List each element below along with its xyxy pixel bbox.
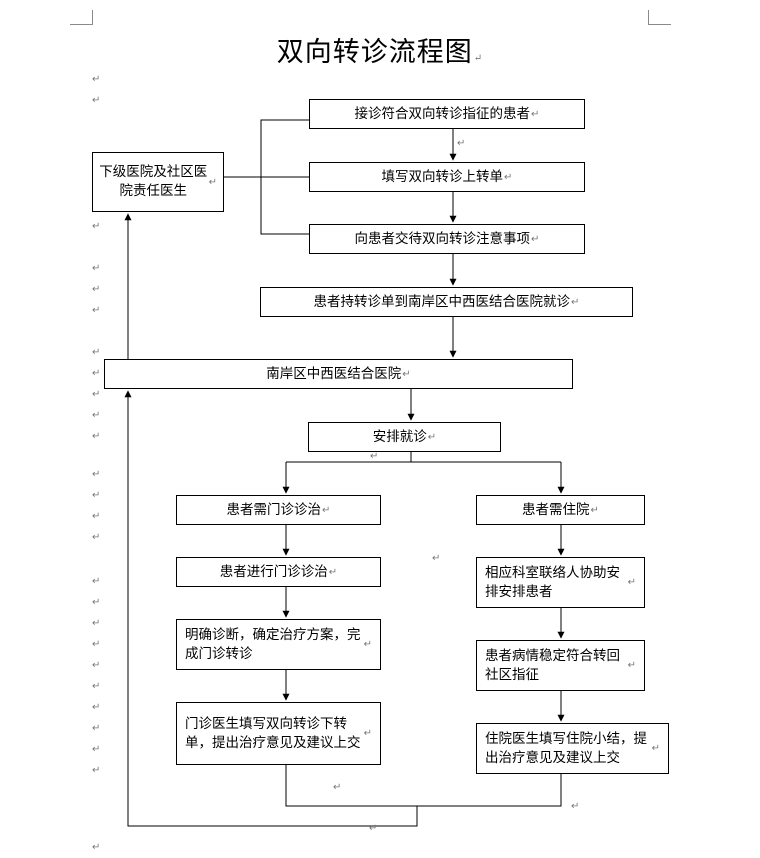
box-community-doctor: 下级医院及社区医院责任医生↵ bbox=[92, 152, 224, 212]
paragraph-mark: ↵ bbox=[427, 431, 437, 443]
box-patient-visit: 患者持转诊单到南岸区中西医结合医院就诊↵ bbox=[260, 287, 633, 317]
box-accept-patient: 接诊符合双向转诊指征的患者↵ bbox=[309, 99, 585, 129]
paragraph-mark: ↵ bbox=[590, 504, 599, 516]
box-outpatient-treatment: 患者进行门诊诊治↵ bbox=[176, 557, 381, 587]
box-arrange: 安排就诊↵ bbox=[308, 422, 501, 452]
paragraph-mark: ↵ bbox=[92, 511, 101, 522]
paragraph-mark: ↵ bbox=[531, 108, 540, 120]
box-explain-notes-label: 向患者交待双向转诊注意事项 bbox=[354, 230, 531, 247]
paragraph-mark: ↵ bbox=[369, 823, 378, 834]
paragraph-mark: ↵ bbox=[92, 284, 101, 295]
paragraph-mark: ↵ bbox=[627, 660, 636, 671]
box-need-outpatient-label: 患者需门诊诊治 bbox=[226, 501, 322, 518]
paragraph-mark: ↵ bbox=[504, 171, 513, 183]
page-corner-mark-left bbox=[70, 10, 93, 25]
merge-connector bbox=[285, 765, 562, 807]
paragraph-mark: ↵ bbox=[92, 368, 101, 379]
paragraph-mark: ↵ bbox=[92, 618, 101, 629]
paragraph-mark: ↵ bbox=[92, 723, 101, 734]
paragraph-mark: ↵ bbox=[370, 451, 379, 462]
paragraph-mark: ↵ bbox=[92, 639, 101, 650]
box-need-inpatient-label: 患者需住院 bbox=[522, 501, 590, 518]
box-fill-form: 填写双向转诊上转单↵ bbox=[309, 162, 585, 192]
paragraph-mark: ↵ bbox=[92, 842, 101, 853]
paragraph-mark: ↵ bbox=[92, 681, 101, 692]
paragraph-mark: ↵ bbox=[92, 431, 101, 442]
paragraph-mark: ↵ bbox=[402, 368, 411, 380]
paragraph-mark: ↵ bbox=[92, 765, 101, 776]
paragraph-mark: ↵ bbox=[92, 490, 101, 501]
paragraph-mark: ↵ bbox=[363, 639, 372, 650]
paragraph-mark: ↵ bbox=[651, 743, 660, 754]
box-arrange-label: 安排就诊 bbox=[372, 428, 427, 445]
paragraph-mark: ↵ bbox=[208, 176, 217, 188]
box-liaison-assist-label: 相应科室联络人协助安排安排患者 bbox=[485, 564, 620, 600]
paragraph-mark: ↵ bbox=[571, 801, 580, 812]
box-patient-visit-label: 患者持转诊单到南岸区中西医结合医院就诊 bbox=[313, 293, 571, 310]
paragraph-mark: ↵ bbox=[92, 532, 101, 543]
paragraph-mark: ↵ bbox=[92, 305, 101, 316]
paragraph-mark: ↵ bbox=[92, 469, 101, 480]
paragraph-mark: ↵ bbox=[627, 577, 636, 588]
paragraph-mark: ↵ bbox=[333, 782, 342, 793]
box-accept-patient-label: 接诊符合双向转诊指征的患者 bbox=[354, 105, 531, 122]
paragraph-mark: ↵ bbox=[92, 576, 101, 587]
box-outpatient-treatment-label: 患者进行门诊诊治 bbox=[219, 563, 328, 580]
paragraph-mark: ↵ bbox=[92, 744, 101, 755]
box-inpatient-summary-label: 住院医生填写住院小结，提出治疗意见及建议上交 bbox=[485, 730, 647, 766]
page-title: 双向转诊流程图↵ bbox=[0, 30, 760, 69]
box-need-inpatient: 患者需住院↵ bbox=[476, 495, 645, 525]
box-diagnosis-done-label: 明确诊断，确定治疗方案，完成门诊转诊 bbox=[185, 626, 361, 662]
box-outpatient-down-form-label: 门诊医生填写双向转诊下转单，提出治疗意见及建议上交 bbox=[185, 715, 361, 751]
box-stable-condition-label: 患者病情稳定符合转回社区指征 bbox=[485, 647, 620, 683]
paragraph-mark: ↵ bbox=[92, 702, 101, 713]
paragraph-mark: ↵ bbox=[432, 553, 441, 564]
paragraph-mark: ↵ bbox=[322, 504, 331, 516]
paragraph-mark: ↵ bbox=[92, 221, 101, 232]
paragraph-mark: ↵ bbox=[92, 410, 101, 421]
box-diagnosis-done: 明确诊断，确定治疗方案，完成门诊转诊↵ bbox=[176, 619, 381, 670]
box-community-doctor-label: 下级医院及社区医院责任医生 bbox=[99, 164, 208, 199]
paragraph-mark: ↵ bbox=[92, 347, 101, 358]
paragraph-mark: ↵ bbox=[571, 296, 580, 308]
paragraph-mark: ↵ bbox=[473, 53, 484, 64]
page-corner-mark-right bbox=[648, 10, 671, 25]
box-inpatient-summary: 住院医生填写住院小结，提出治疗意见及建议上交 ↵ bbox=[476, 723, 669, 774]
paragraph-mark: ↵ bbox=[92, 597, 101, 608]
box-hospital-label: 南岸区中西医结合医院 bbox=[266, 365, 402, 382]
arrow-return-to-hospital bbox=[124, 390, 418, 827]
paragraph-mark: ↵ bbox=[92, 95, 101, 106]
paragraph-mark: ↵ bbox=[363, 728, 372, 739]
box-fill-form-label: 填写双向转诊上转单 bbox=[381, 168, 504, 185]
box-outpatient-down-form: 门诊医生填写双向转诊下转单，提出治疗意见及建议上交↵ bbox=[176, 702, 381, 765]
paragraph-mark: ↵ bbox=[92, 263, 101, 274]
box-need-outpatient: 患者需门诊诊治↵ bbox=[176, 495, 381, 525]
paragraph-mark: ↵ bbox=[531, 233, 540, 245]
paragraph-mark: ↵ bbox=[457, 138, 466, 149]
paragraph-mark: ↵ bbox=[328, 566, 338, 578]
paragraph-mark: ↵ bbox=[92, 660, 101, 671]
box-explain-notes: 向患者交待双向转诊注意事项↵ bbox=[309, 224, 585, 254]
paragraph-mark: ↵ bbox=[92, 389, 101, 400]
paragraph-mark: ↵ bbox=[92, 74, 101, 85]
box-stable-condition: 患者病情稳定符合转回社区指征 ↵ bbox=[476, 640, 645, 691]
box-hospital: 南岸区中西医结合医院↵ bbox=[104, 359, 573, 389]
page-title-text: 双向转诊流程图 bbox=[276, 37, 473, 68]
box-liaison-assist: 相应科室联络人协助安排安排患者 ↵ bbox=[476, 557, 645, 608]
